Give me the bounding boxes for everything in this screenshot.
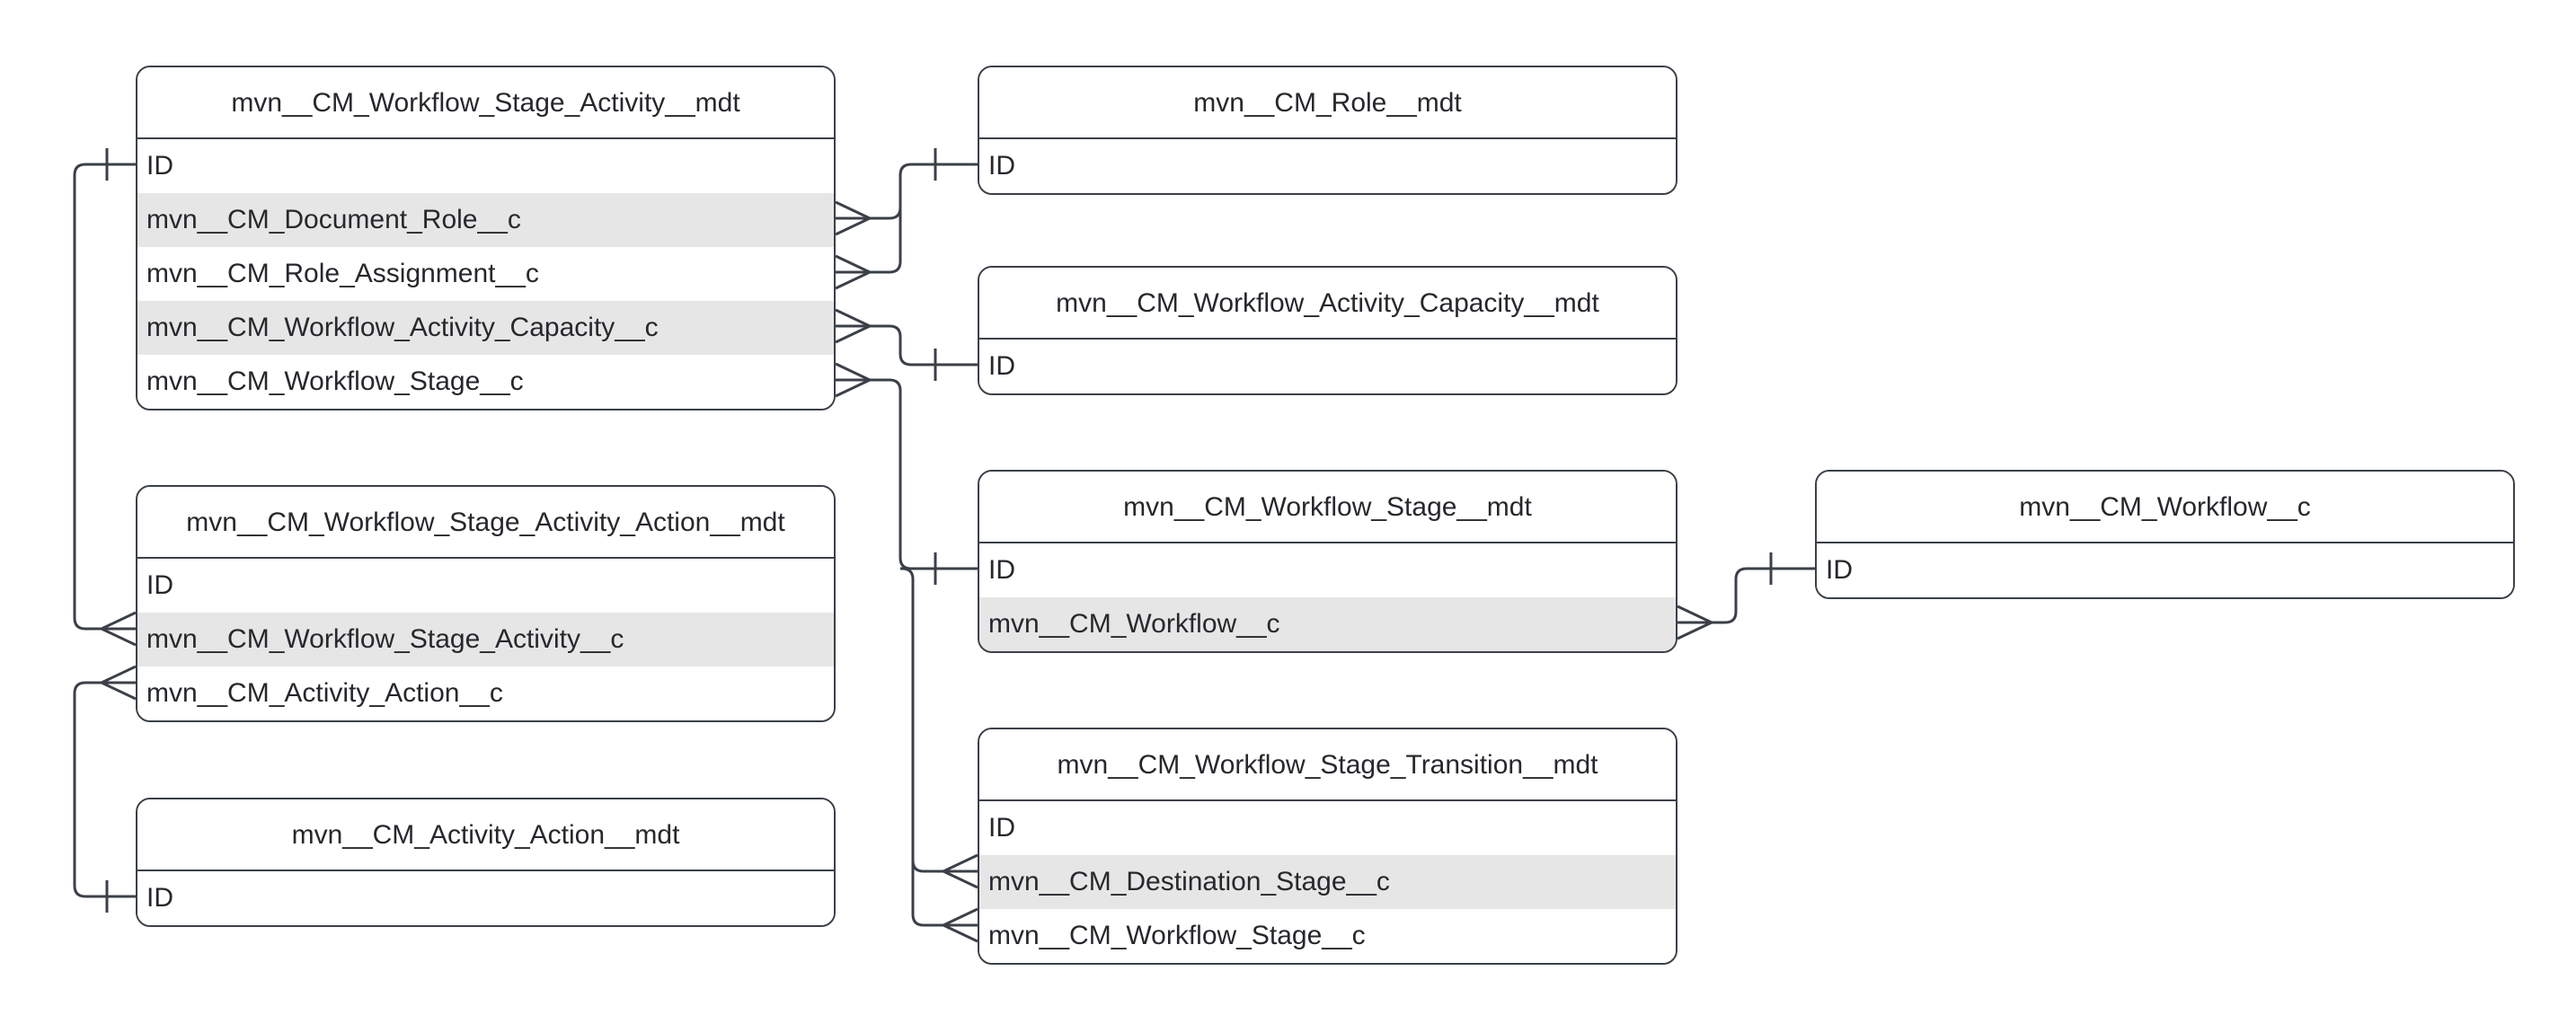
attribute-row[interactable]: ID	[137, 871, 834, 925]
attribute-list: ID	[979, 139, 1676, 193]
attribute-row[interactable]: ID	[979, 801, 1676, 855]
attribute-row[interactable]: ID	[137, 139, 834, 193]
entity-workflow-stage-transition[interactable]: mvn__CM_Workflow_Stage_Transition__mdt I…	[978, 728, 1677, 965]
entity-title: mvn__CM_Role__mdt	[979, 67, 1676, 139]
attribute-list: ID mvn__CM_Destination_Stage__c mvn__CM_…	[979, 801, 1676, 963]
attribute-list: ID mvn__CM_Workflow_Stage_Activity__c mv…	[137, 559, 834, 720]
edge-activity-role-assignment-to-role	[835, 175, 902, 290]
edge-transition-destination-stage-to-stage	[900, 567, 978, 889]
attribute-row[interactable]: ID	[979, 139, 1676, 193]
entity-workflow-c[interactable]: mvn__CM_Workflow__c ID	[1815, 470, 2515, 599]
attribute-list: ID	[1817, 543, 2513, 597]
attribute-list: ID mvn__CM_Workflow__c	[979, 543, 1676, 651]
attribute-row[interactable]: ID	[979, 340, 1676, 393]
entity-title: mvn__CM_Workflow_Activity_Capacity__mdt	[979, 268, 1676, 340]
entity-role[interactable]: mvn__CM_Role__mdt ID	[978, 66, 1677, 195]
entity-title: mvn__CM_Workflow_Stage_Activity__mdt	[137, 67, 834, 139]
attribute-row[interactable]: mvn__CM_Workflow_Stage__c	[137, 355, 834, 409]
attribute-row[interactable]: ID	[979, 543, 1676, 597]
entity-title: mvn__CM_Workflow__c	[1817, 472, 2513, 543]
edge-action-activity-action-to-activity-action	[73, 665, 137, 913]
entity-activity-action[interactable]: mvn__CM_Activity_Action__mdt ID	[136, 798, 836, 927]
attribute-row[interactable]: mvn__CM_Workflow_Stage__c	[979, 909, 1676, 963]
attribute-list: ID	[979, 340, 1676, 393]
attribute-row[interactable]: ID	[1817, 543, 2513, 597]
edge-transition-workflow-stage-to-stage	[911, 861, 978, 943]
attribute-row[interactable]: mvn__CM_Workflow__c	[979, 597, 1676, 651]
attribute-list: ID mvn__CM_Document_Role__c mvn__CM_Role…	[137, 139, 834, 409]
attribute-row[interactable]: mvn__CM_Document_Role__c	[137, 193, 834, 247]
edge-activity-capacity-to-workflow-activity-capacity	[835, 308, 978, 381]
entity-workflow-stage-activity-action[interactable]: mvn__CM_Workflow_Stage_Activity_Action__…	[136, 485, 836, 722]
attribute-row[interactable]: mvn__CM_Role_Assignment__c	[137, 247, 834, 301]
entity-workflow-stage-activity[interactable]: mvn__CM_Workflow_Stage_Activity__mdt ID …	[136, 66, 836, 410]
entity-workflow-activity-capacity[interactable]: mvn__CM_Workflow_Activity_Capacity__mdt …	[978, 266, 1677, 395]
entity-title: mvn__CM_Activity_Action__mdt	[137, 799, 834, 871]
attribute-row[interactable]: mvn__CM_Destination_Stage__c	[979, 855, 1676, 909]
edge-action-stage-activity-to-activity	[73, 148, 137, 647]
entity-title: mvn__CM_Workflow_Stage_Activity_Action__…	[137, 487, 834, 559]
attribute-row[interactable]: mvn__CM_Workflow_Activity_Capacity__c	[137, 301, 834, 355]
entity-title: mvn__CM_Workflow_Stage_Transition__mdt	[979, 729, 1676, 801]
attribute-list: ID	[137, 871, 834, 925]
entity-title: mvn__CM_Workflow_Stage__mdt	[979, 472, 1676, 543]
edge-stage-workflow-to-workflow	[1677, 552, 1815, 640]
attribute-row[interactable]: mvn__CM_Activity_Action__c	[137, 666, 834, 720]
edge-activity-stage-to-workflow-stage	[835, 362, 978, 585]
attribute-row[interactable]: mvn__CM_Workflow_Stage_Activity__c	[137, 613, 834, 666]
edge-activity-document-role-to-role	[835, 148, 978, 236]
entity-workflow-stage[interactable]: mvn__CM_Workflow_Stage__mdt ID mvn__CM_W…	[978, 470, 1677, 653]
attribute-row[interactable]: ID	[137, 559, 834, 613]
